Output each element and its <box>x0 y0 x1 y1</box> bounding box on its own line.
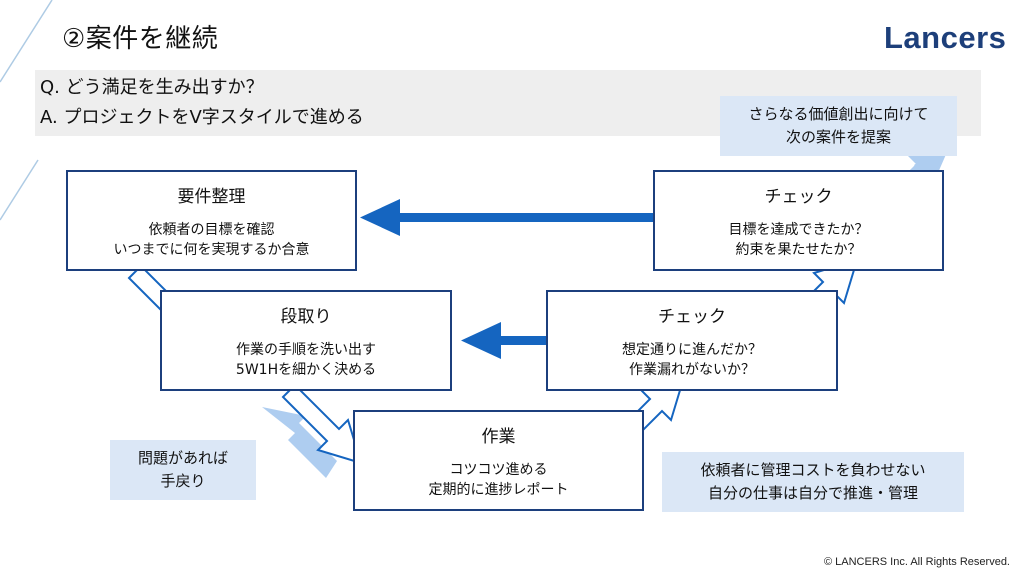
step-description: 想定通りに進んだか？ 作業漏れがないか？ <box>548 340 836 380</box>
step-desc-line: 作業漏れがないか？ <box>629 362 755 378</box>
step-desc-line: 作業の手順を洗い出す <box>236 342 376 358</box>
page-title: ②案件を継続 <box>62 24 219 54</box>
step-title: 作業 <box>481 427 516 447</box>
question-text: Q. どう満足を生み出すか？ <box>40 77 264 98</box>
rework-note-text: 問題があれば 手戻り <box>137 449 228 490</box>
step-desc-line: 目標を達成できたか？ <box>728 222 869 238</box>
step-description: 目標を達成できたか？ 約束を果たせたか？ <box>655 220 942 260</box>
step-description: 作業の手順を洗い出す 5W1Hを細かく決める <box>162 340 450 380</box>
step-requirements-box: 要件整理 依頼者の目標を確認 いつまでに何を実現するか合意 <box>66 170 357 271</box>
step-title: 段取り <box>280 307 332 327</box>
policy-note-text: 依頼者に管理コストを負わせない 自分の仕事は自分で推進・管理 <box>700 461 926 502</box>
step-desc-line: 依頼者の目標を確認 <box>148 222 275 238</box>
step-desc-line: 定期的に進捗レポート <box>428 482 569 498</box>
copyright-text: © LANCERS Inc. All Rights Reserved. <box>823 556 1010 568</box>
step-check-middle-box: チェック 想定通りに進んだか？ 作業漏れがないか？ <box>546 290 838 391</box>
step-desc-line: 想定通りに進んだか？ <box>622 342 762 358</box>
step-work-box: 作業 コツコツ進める 定期的に進捗レポート <box>353 410 644 511</box>
feedback-arrow-middle <box>461 322 547 359</box>
step-title: 要件整理 <box>177 187 246 207</box>
lancers-logo: Lancers <box>884 20 1007 55</box>
step-check-top-box: チェック 目標を達成できたか？ 約束を果たせたか？ <box>653 170 944 271</box>
step-description: 依頼者の目標を確認 いつまでに何を実現するか合意 <box>68 220 355 260</box>
rework-note: 問題があれば 手戻り <box>110 440 256 500</box>
proposal-note: さらなる価値創出に向けて 次の案件を提案 <box>720 96 957 156</box>
rework-arrow <box>262 407 337 478</box>
policy-note: 依頼者に管理コストを負わせない 自分の仕事は自分で推進・管理 <box>662 452 964 512</box>
step-desc-line: いつまでに何を実現するか合意 <box>113 242 310 258</box>
step-title: チェック <box>658 307 726 327</box>
step-desc-line: 5W1Hを細かく決める <box>235 362 377 378</box>
feedback-arrow-top <box>360 199 655 236</box>
step-description: コツコツ進める 定期的に進捗レポート <box>355 460 642 500</box>
answer-text: A. プロジェクトをV字スタイルで進める <box>40 107 364 128</box>
step-desc-line: 約束を果たせたか？ <box>735 242 862 258</box>
step-planning-box: 段取り 作業の手順を洗い出す 5W1Hを細かく決める <box>160 290 452 391</box>
step-desc-line: コツコツ進める <box>449 462 548 478</box>
proposal-note-text: さらなる価値創出に向けて 次の案件を提案 <box>748 105 929 146</box>
step-title: チェック <box>764 187 833 207</box>
